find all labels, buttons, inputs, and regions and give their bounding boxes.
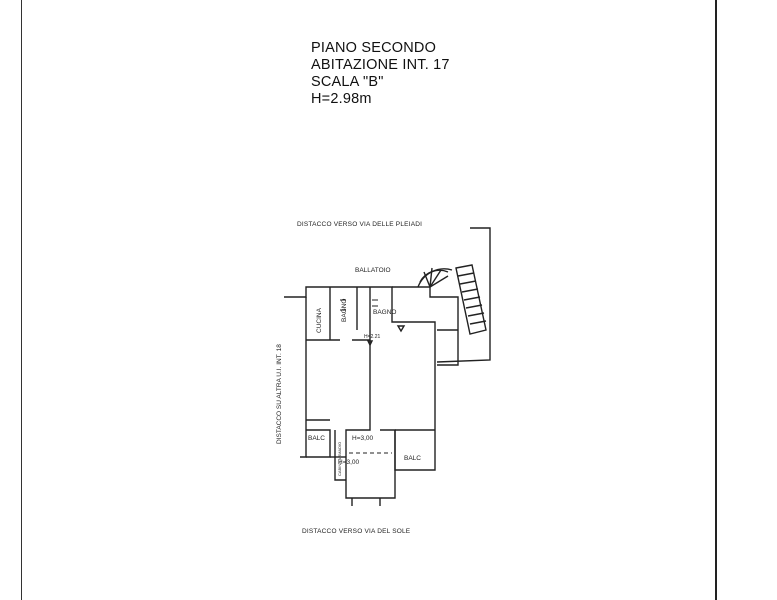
title-stair: SCALA "B" [311, 74, 384, 90]
label-height-lower: H=3,00 [338, 459, 360, 466]
title-floor: PIANO SECONDO [311, 40, 437, 56]
label-side-distance: DISTACCO SU ALTRA U.I. INT. 18 [276, 344, 283, 444]
page-frame-right [715, 0, 717, 600]
label-height-mid: H=2.21 [364, 334, 380, 340]
label-cabina: CABINA ARMADIO [337, 442, 342, 476]
label-balc-left: BALC [308, 435, 325, 442]
label-balc-right: BALC [404, 455, 421, 462]
label-top-distance: DISTACCO VERSO VIA DELLE PLEIADI [297, 221, 423, 228]
title-height: H=2.98m [311, 91, 372, 107]
page-frame-left [21, 0, 22, 600]
label-bagno: BAGNO [373, 309, 396, 316]
label-ballatoio: BALLATOIO [355, 267, 391, 274]
title-unit: ABITAZIONE INT. 17 [311, 57, 450, 73]
label-bagno-small: BAGNO [341, 299, 348, 322]
label-height-upper: H=3,00 [352, 435, 374, 442]
label-bottom-distance: DISTACCO VERSO VIA DEL SOLE [302, 528, 411, 535]
title-block: PIANO SECONDO ABITAZIONE INT. 17 SCALA "… [311, 40, 450, 108]
label-cucina: CUCINA [316, 307, 323, 333]
